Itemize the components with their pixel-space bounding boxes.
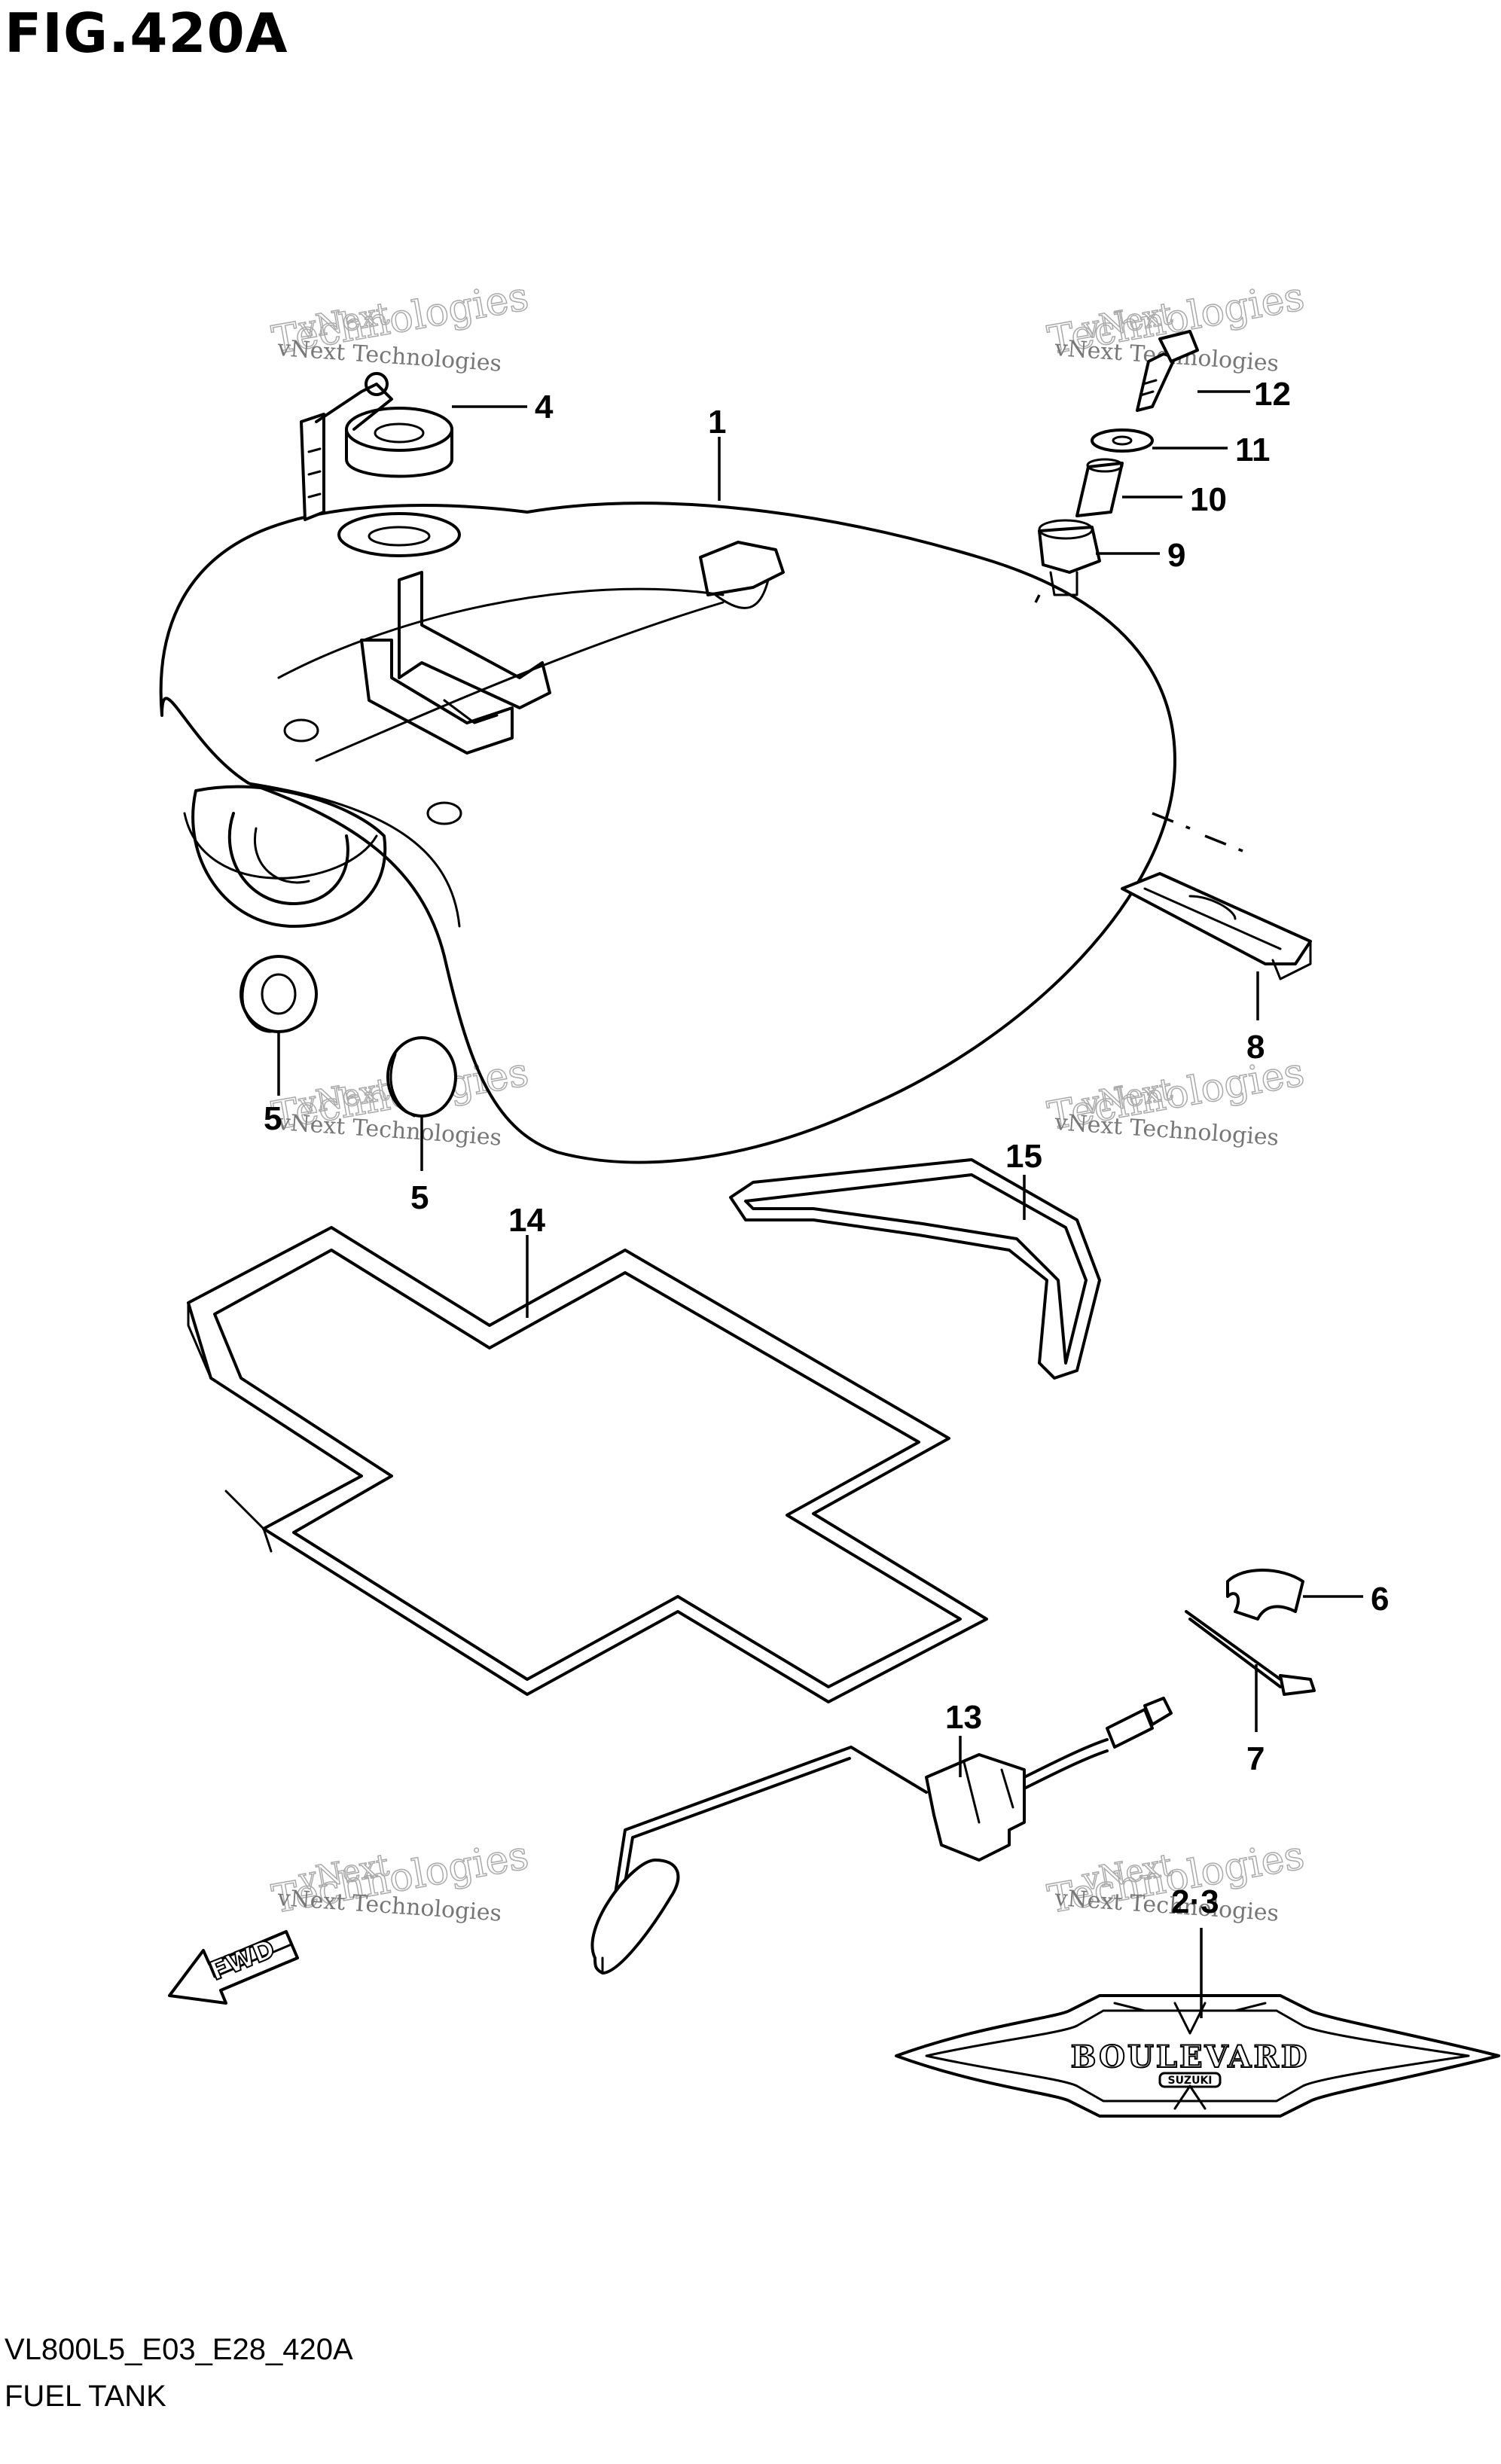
callout-1: 1	[708, 404, 726, 441]
callout-5a: 5	[264, 1100, 282, 1137]
collar-10	[1075, 458, 1124, 517]
emblem-cap-left	[239, 955, 318, 1033]
fuel-level-gauge-13	[590, 1697, 1173, 1975]
figure-code: VL800L5_E03_E28_420A	[5, 2333, 353, 2366]
pad-dash-line	[1152, 812, 1243, 852]
figure-title: FIG.420A	[5, 2, 288, 65]
cable-tie-7	[1185, 1610, 1316, 1696]
washer-11	[1091, 428, 1154, 453]
callout-2-3: 2·3	[1171, 1883, 1219, 1920]
boulevard-emblem: BOULEVARD SUZUKI	[895, 1994, 1500, 2118]
cushion-9	[1038, 519, 1101, 596]
callout-13: 13	[945, 1699, 982, 1736]
callout-5b: 5	[410, 1179, 429, 1216]
callout-14: 14	[508, 1202, 545, 1239]
emblem-cap-right	[386, 1036, 457, 1118]
callout-6: 6	[1371, 1581, 1389, 1618]
callout-4: 4	[535, 389, 554, 425]
emblem-sub-text: SUZUKI	[1167, 2075, 1212, 2087]
emblem-sub-plate	[1158, 2072, 1222, 2088]
hardware-lead	[1034, 594, 1041, 603]
leader-lines	[277, 390, 1363, 2018]
callouts: 1 2·3 4 5 5 6 7 8 9 10 11 12 13 14 15	[264, 376, 1389, 1920]
callout-7: 7	[1246, 1740, 1265, 1777]
callout-9: 9	[1167, 537, 1185, 574]
emblem-main-text: BOULEVARD	[1071, 2039, 1310, 2075]
tank-heat-insulator-14	[187, 1226, 988, 1703]
callout-12: 12	[1254, 376, 1291, 413]
clamp-6	[1226, 1569, 1304, 1621]
fuel-tank	[159, 502, 1176, 1164]
callout-10: 10	[1190, 481, 1227, 518]
figure-name: FUEL TANK	[5, 2380, 166, 2413]
callout-8: 8	[1246, 1029, 1265, 1066]
bolt-12	[1136, 330, 1199, 412]
tank-seal-15	[729, 1158, 1101, 1380]
fuel-cap-with-key	[300, 372, 453, 521]
callout-11: 11	[1235, 432, 1271, 468]
forward-direction-arrow: FWD	[168, 1930, 299, 2005]
tank-rear-pad	[1121, 872, 1312, 980]
callout-15: 15	[1005, 1138, 1042, 1175]
